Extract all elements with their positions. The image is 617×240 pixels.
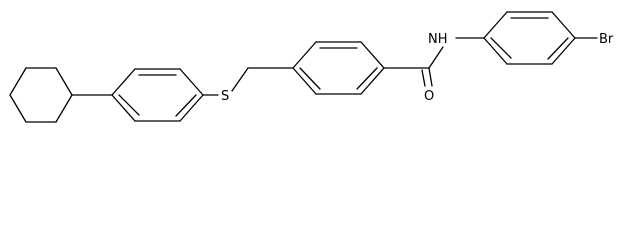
structure-canvas: S O NH Br — [9, 11, 614, 123]
nitrogen-atom-label: NH — [428, 32, 448, 47]
carbonyl-double-bond — [421, 67, 433, 87]
benzene-ring-2 — [292, 41, 385, 95]
benzene-ring-3 — [483, 11, 576, 65]
bromine-atom-label: Br — [599, 32, 614, 47]
sulfur-methylene-bond — [231, 67, 249, 92]
cyclohexane-ring — [9, 67, 73, 123]
molecule-drawing: S O NH Br — [9, 11, 614, 123]
sulfur-atom-label: S — [221, 89, 229, 104]
oxygen-atom-label: O — [424, 89, 434, 104]
benzene-ring-1 — [111, 68, 204, 122]
carbonyl-nitrogen-bond — [428, 46, 444, 69]
